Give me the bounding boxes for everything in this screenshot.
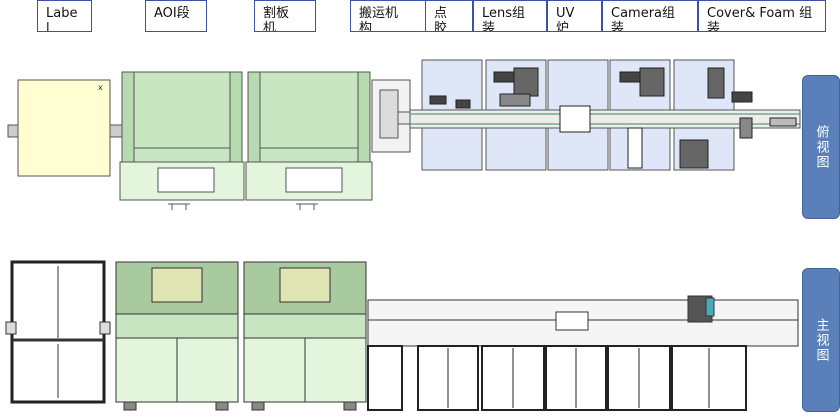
- conveyor-front: [367, 295, 799, 347]
- station-label-cutting: 割板机: [254, 0, 316, 32]
- svg-text:x: x: [98, 83, 103, 92]
- station-label-cover-foam: Cover& Foam 组装: [698, 0, 826, 32]
- aoi-machine-top: [119, 71, 245, 210]
- cabinets-front: [367, 345, 747, 411]
- station-label-lens: Lens组装: [473, 0, 547, 32]
- conveyor-rail-top: [409, 109, 801, 129]
- aoi-machine-front: [115, 261, 239, 411]
- label-machine-top: x: [7, 79, 123, 177]
- front-view-tag: 主视图: [802, 268, 840, 412]
- cutting-machine-front: [243, 261, 367, 411]
- station-label-transfer: 搬运机构: [350, 0, 426, 32]
- front-view: [5, 260, 799, 411]
- module-details-top: [429, 67, 797, 169]
- cutting-machine-top: [245, 71, 373, 210]
- label-machine-front: [5, 260, 111, 404]
- station-label-dispense: 点胶: [425, 0, 473, 32]
- transfer-top: [371, 79, 423, 153]
- station-label-camera: Camera组装: [602, 0, 698, 32]
- station-label-aoi: AOI段: [145, 0, 207, 32]
- top-view: x: [7, 59, 801, 210]
